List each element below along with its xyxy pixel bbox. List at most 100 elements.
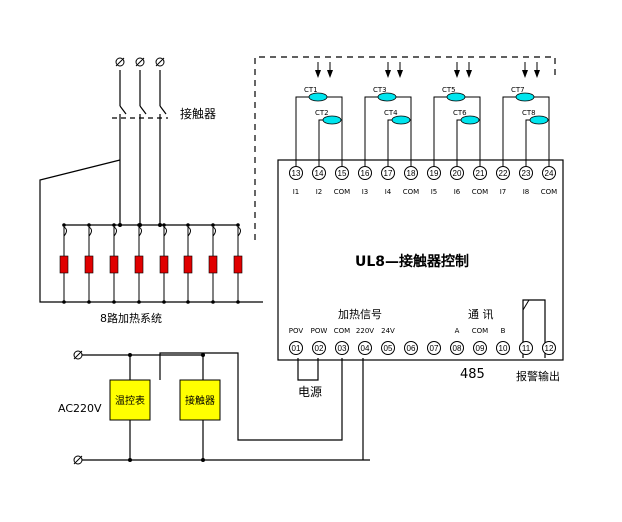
terminal-label: COM <box>334 188 350 196</box>
fuse-7 <box>212 226 216 237</box>
terminal-label: A <box>455 327 460 335</box>
terminal-04 <box>358 341 372 355</box>
alarm-relay-wire <box>522 299 546 358</box>
rs485-label: 485 <box>460 367 485 382</box>
terminal-num: 11 <box>522 344 531 353</box>
terminal-02 <box>312 341 326 355</box>
fuse-2 <box>88 226 92 237</box>
fuse-5 <box>163 226 167 237</box>
terminal-18 <box>404 166 418 180</box>
terminal-num: 20 <box>453 169 462 178</box>
sensor-dash-loop <box>254 56 556 240</box>
terminal-label: I8 <box>523 188 530 196</box>
ct-CT8 <box>529 115 549 125</box>
terminal-08 <box>450 341 464 355</box>
terminal-23 <box>519 166 533 180</box>
heater-8 <box>233 255 243 274</box>
ct-label: CT5 <box>442 86 456 94</box>
terminal-num: 18 <box>407 169 416 178</box>
terminal-num: 21 <box>476 169 485 178</box>
ct-label: CT4 <box>384 109 398 117</box>
sensor-arrow <box>534 70 540 78</box>
terminal-label: COM <box>472 327 488 335</box>
terminal-label: I2 <box>316 188 323 196</box>
fuse-1 <box>63 226 67 237</box>
terminal-label: 24V <box>381 327 395 335</box>
power-wire <box>297 358 319 381</box>
terminal-label: I3 <box>362 188 369 196</box>
thermostat-label: 温控表 <box>115 394 145 407</box>
ct-label: CT8 <box>522 109 536 117</box>
terminal-label: POW <box>311 327 328 335</box>
terminal-09 <box>473 341 487 355</box>
terminal-01 <box>289 341 303 355</box>
terminal-17 <box>381 166 395 180</box>
sensor-arrow <box>327 70 333 78</box>
sensor-arrow <box>385 70 391 78</box>
ct-CT2 <box>322 115 342 125</box>
fuse-8 <box>237 226 241 237</box>
terminal-14 <box>312 166 326 180</box>
sensor-arrow <box>397 70 403 78</box>
terminal-21 <box>473 166 487 180</box>
contact-1 <box>119 105 127 115</box>
fuse-4 <box>138 226 142 237</box>
ct-label: CT1 <box>304 86 318 94</box>
terminal-15 <box>335 166 349 180</box>
heater-system-label: 8路加热系统 <box>100 312 162 325</box>
terminal-num: 19 <box>430 169 439 178</box>
ct-CT4 <box>391 115 411 125</box>
terminal-03 <box>335 341 349 355</box>
fuse-6 <box>187 226 191 237</box>
terminal-num: 03 <box>338 344 347 353</box>
terminal-label: I1 <box>293 188 300 196</box>
terminal-num: 15 <box>338 169 347 178</box>
terminal-label: COM <box>334 327 350 335</box>
ct-label: CT6 <box>453 109 467 117</box>
terminal-20 <box>450 166 464 180</box>
terminal-num: 12 <box>545 344 554 353</box>
controller-box <box>277 159 564 361</box>
heater-1 <box>59 255 69 274</box>
contactor-box-label: 接触器 <box>185 394 215 407</box>
sensor-arrow <box>466 70 472 78</box>
terminal-num: 17 <box>384 169 393 178</box>
terminal-num: 23 <box>522 169 531 178</box>
heater-6 <box>183 255 193 274</box>
ct-CT6 <box>460 115 480 125</box>
thermostat-signal-wire <box>159 352 343 441</box>
heater-5 <box>159 255 169 274</box>
terminal-num: 01 <box>292 344 301 353</box>
comm-label: 通 讯 <box>468 308 494 321</box>
ct-CT1 <box>308 92 328 102</box>
terminal-10 <box>496 341 510 355</box>
feed-wire <box>39 159 121 303</box>
power-label: 电源 <box>298 385 322 399</box>
alarm-contact <box>522 299 530 311</box>
terminal-num: 16 <box>361 169 370 178</box>
terminal-label: COM <box>541 188 557 196</box>
heater-3 <box>109 255 119 274</box>
contact-3 <box>159 105 167 115</box>
terminal-num: 07 <box>430 344 439 353</box>
ct-label: CT2 <box>315 109 329 117</box>
terminal-label: POV <box>289 327 304 335</box>
terminal-num: 13 <box>292 169 301 178</box>
sensor-arrow <box>522 70 528 78</box>
sensor-arrow <box>454 70 460 78</box>
terminal-num: 08 <box>453 344 462 353</box>
ct-CT5 <box>446 92 466 102</box>
terminal-num: 24 <box>545 169 554 178</box>
thermostat-box: 温控表 <box>109 379 151 421</box>
terminal-num: 04 <box>361 344 370 353</box>
terminal-19 <box>427 166 441 180</box>
terminal-num: 14 <box>315 169 324 178</box>
contactor-label: 接触器 <box>180 106 216 121</box>
terminal-num: 09 <box>476 344 485 353</box>
terminal-label: COM <box>472 188 488 196</box>
contactor-box: 接触器 <box>179 379 221 421</box>
terminal-num: 22 <box>499 169 508 178</box>
heater-2 <box>84 255 94 274</box>
terminal-label: I7 <box>500 188 507 196</box>
controller-title: UL8—接触器控制 <box>355 253 469 270</box>
